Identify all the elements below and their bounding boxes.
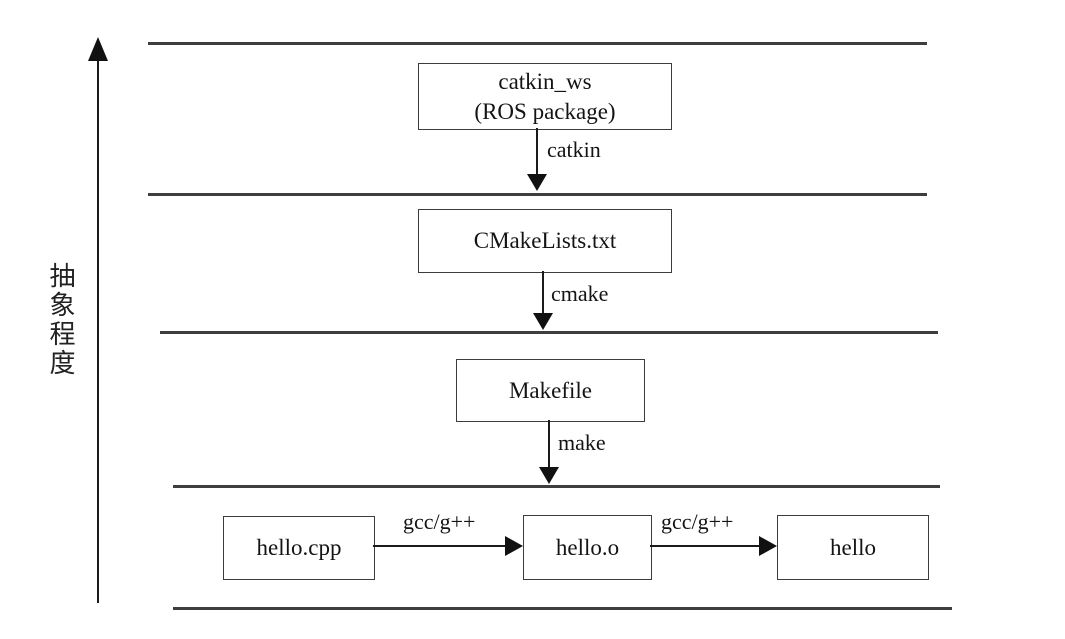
- node-hello-label: hello: [830, 534, 876, 560]
- axis-arrow-up-icon: [88, 37, 108, 61]
- level-separator-3: [160, 331, 938, 334]
- arrow-cmake-line: [542, 271, 544, 315]
- edge-label-make: make: [558, 430, 606, 455]
- node-hello-cpp-label: hello.cpp: [256, 535, 342, 560]
- level-separator-5: [173, 607, 952, 610]
- arrow-gcc-1-line: [373, 545, 507, 547]
- arrow-catkin-head-icon: [527, 174, 547, 191]
- edge-label-gcc-2: gcc/g++: [661, 509, 734, 534]
- arrow-gcc-1-head-icon: [505, 536, 523, 556]
- node-hello-o: hello.o: [523, 515, 652, 580]
- node-catkin-ws-label-line2: (ROS package): [474, 98, 616, 124]
- edge-label-cmake: cmake: [551, 281, 609, 306]
- node-catkin-ws: catkin_ws (ROS package): [418, 63, 672, 130]
- arrow-make-head-icon: [539, 467, 559, 484]
- arrow-gcc-2-line: [650, 545, 761, 547]
- edge-label-catkin: catkin: [547, 137, 601, 162]
- arrow-make-line: [548, 420, 550, 469]
- node-hello: hello: [777, 515, 929, 580]
- axis-arrow-line: [97, 59, 99, 603]
- node-cmakelists: CMakeLists.txt: [418, 209, 672, 273]
- node-cmakelists-label: CMakeLists.txt: [473, 228, 617, 253]
- arrow-cmake-head-icon: [533, 313, 553, 330]
- level-separator-2: [148, 193, 927, 196]
- node-makefile-label: Makefile: [508, 377, 592, 403]
- node-hello-o-label: hello.o: [555, 534, 620, 560]
- node-makefile: Makefile: [456, 359, 645, 422]
- axis-label: 抽象程度: [46, 262, 75, 378]
- level-separator-1: [148, 42, 927, 45]
- level-separator-4: [173, 485, 940, 488]
- node-hello-cpp: hello.cpp: [223, 516, 375, 580]
- arrow-gcc-2-head-icon: [759, 536, 777, 556]
- arrow-catkin-line: [536, 128, 538, 176]
- node-catkin-ws-label-line1: catkin_ws: [498, 68, 592, 94]
- edge-label-gcc-1: gcc/g++: [403, 509, 476, 534]
